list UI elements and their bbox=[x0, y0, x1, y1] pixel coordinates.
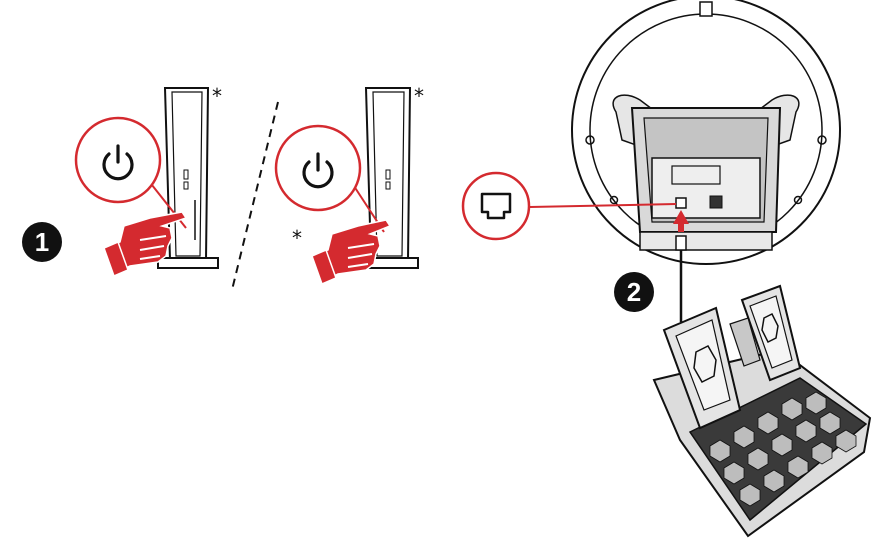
step-badge-1: 1 bbox=[22, 222, 62, 262]
pedal-cable bbox=[675, 235, 687, 322]
insert-arrow bbox=[673, 210, 689, 232]
pedal-set bbox=[652, 284, 872, 538]
footnote-mark-console-middle: * bbox=[414, 84, 424, 108]
racing-wheel-rear bbox=[571, 0, 841, 265]
divider-dashed bbox=[231, 101, 279, 291]
console-middle bbox=[357, 87, 419, 269]
power-button-callout-left bbox=[74, 116, 187, 229]
power-button-callout-middle bbox=[274, 124, 385, 233]
pointing-hand-icon bbox=[103, 211, 188, 278]
step-badge-2: 2 bbox=[614, 272, 654, 312]
rj12-port-icon bbox=[480, 192, 512, 220]
port-callout bbox=[461, 171, 677, 241]
pointing-hand-icon bbox=[311, 219, 392, 286]
footnote-mark-console-left: * bbox=[212, 84, 222, 108]
footnote-mark-note: * bbox=[292, 226, 302, 250]
